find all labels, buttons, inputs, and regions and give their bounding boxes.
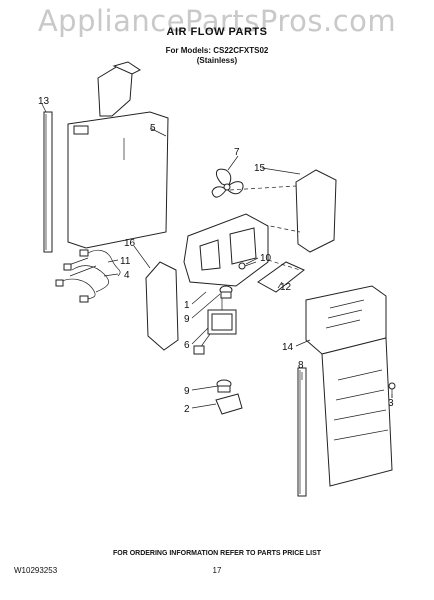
part-14-air-tower-cover [305, 285, 393, 487]
part-12-bracket [257, 261, 305, 293]
part-8-gasket [297, 367, 307, 497]
model-line: For Models: CS22CFXTS02 [165, 46, 269, 55]
callout-3: 3 [388, 398, 394, 409]
part-5-panel [67, 61, 169, 249]
callout-11: 11 [120, 256, 131, 267]
callout-6: 6 [184, 340, 190, 351]
callout-12: 12 [280, 282, 292, 293]
callout-4: 4 [124, 270, 130, 281]
part-2-motor-bracket [215, 393, 243, 415]
leader-lines [41, 103, 393, 409]
finish-line: (Stainless) [196, 56, 238, 65]
callout-2: 2 [184, 404, 190, 415]
document-number: W10293253 [14, 566, 58, 575]
part-9-grommet-upper [219, 285, 233, 299]
part-9-grommet-lower [216, 379, 232, 393]
callout-1: 1 [184, 300, 190, 311]
callout-5: 5 [150, 123, 156, 134]
ordering-note: FOR ORDERING INFORMATION REFER TO PARTS … [112, 550, 322, 557]
callout-9-upper: 9 [184, 314, 190, 325]
callout-13: 13 [38, 96, 50, 107]
callout-10: 10 [260, 253, 272, 264]
callout-7: 7 [234, 147, 240, 158]
part-15-shroud [295, 169, 337, 253]
callout-14: 14 [282, 342, 294, 353]
page-title: AIR FLOW PARTS [166, 26, 268, 38]
part-16-housing [145, 261, 179, 351]
page-number: 17 [212, 566, 222, 575]
part-6-fan-motor [193, 298, 237, 355]
callout-8: 8 [298, 360, 304, 371]
part-7-fan-blade [211, 168, 244, 198]
watermark: AppliancePartsPros.com [37, 4, 397, 38]
part-10-screw [238, 261, 257, 270]
part-11-4-wire-harness [55, 249, 121, 303]
callout-9-lower: 9 [184, 386, 190, 397]
callout-15: 15 [254, 163, 266, 174]
callout-16: 16 [124, 238, 136, 249]
part-1-fan-housing [183, 213, 269, 287]
part-13-gasket [43, 111, 53, 253]
